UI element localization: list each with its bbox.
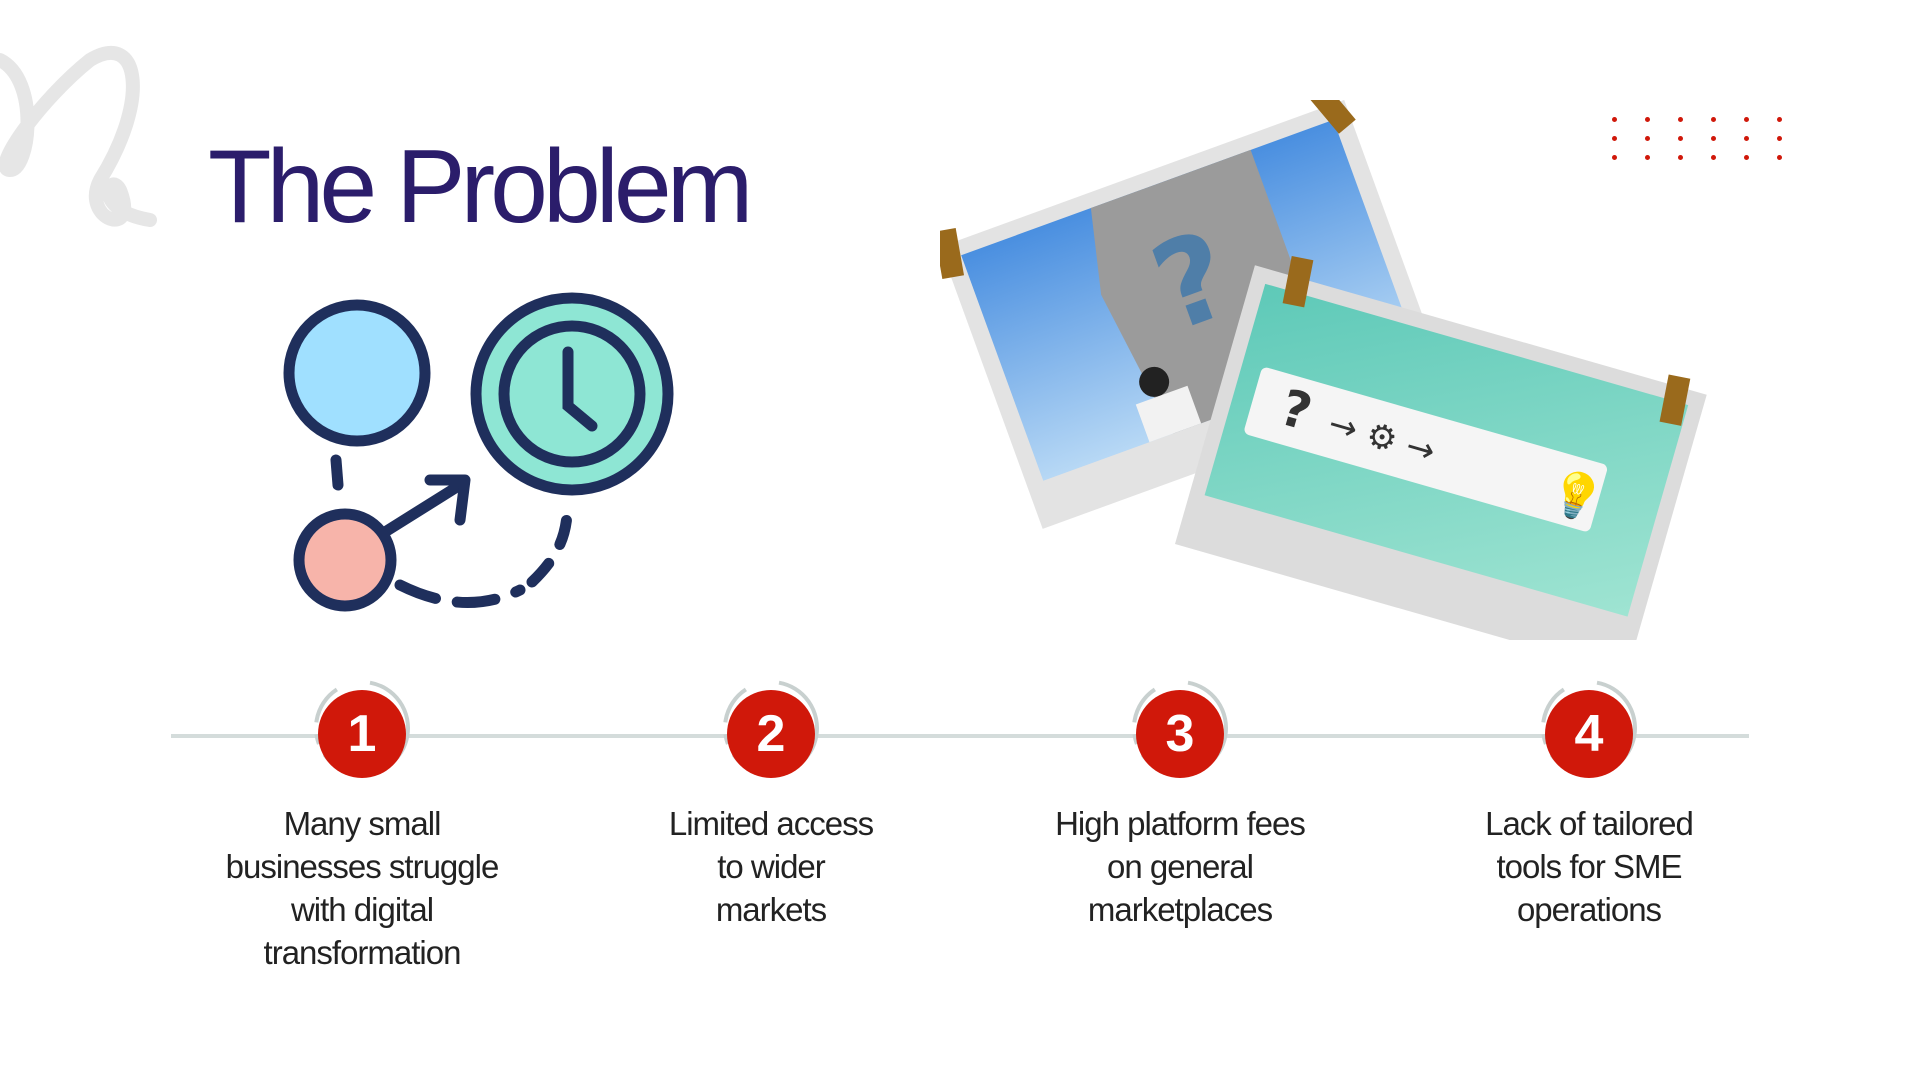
red-dot [1645,136,1650,141]
red-dot [1645,155,1650,160]
step-description-line: with digital [290,891,434,928]
red-dot [1744,155,1749,160]
step-number-badge: 1 [318,690,406,778]
problem-photos: ? ? → ⚙ → 💡 [940,100,1707,640]
step-description-line: transformation [263,934,462,971]
step-description-line: markets [715,891,827,928]
step-description-line: to wider [717,848,826,885]
step-number-badge: 3 [1136,690,1224,778]
step-description: Limited access to wider markets [581,802,961,931]
step-description-line: tools for SME [1496,848,1682,885]
red-dot [1678,155,1683,160]
step-description: High platform fees on general marketplaces [990,802,1370,931]
step-description-line: Limited access [668,805,874,842]
red-dot [1711,136,1716,141]
step-description-line: marketplaces [1087,891,1273,928]
red-dot [1612,136,1617,141]
red-dot [1744,117,1749,122]
step-description-line: High platform fees [1055,805,1306,842]
step-number-badge: 2 [727,690,815,778]
red-dot [1612,117,1617,122]
red-dot [1777,117,1782,122]
step-description: Many small businesses struggle with digita… [172,802,552,974]
squiggle-decoration [0,46,157,227]
step-description-line: businesses struggle [225,848,500,885]
step-description-line: Many small [283,805,442,842]
red-dots-decoration [1612,117,1792,167]
timeline-line [171,734,1749,738]
step-description: Lack of tailored tools for SME operations [1399,802,1779,931]
red-dot [1777,136,1782,141]
red-dot [1744,136,1749,141]
red-dot [1711,117,1716,122]
step-description-line: operations [1516,891,1662,928]
step-description-line: Lack of tailored [1485,805,1694,842]
step-number-badge: 4 [1545,690,1633,778]
red-dot [1777,155,1782,160]
red-dot [1678,117,1683,122]
red-dot [1645,117,1650,122]
puzzle-photo: ? → ⚙ → 💡 [1175,256,1707,640]
red-dot [1612,155,1617,160]
red-dot [1711,155,1716,160]
step-description-line: on general [1107,848,1254,885]
page-title: The Problem [208,129,753,245]
time-process-icon [283,292,674,612]
red-dot [1678,136,1683,141]
